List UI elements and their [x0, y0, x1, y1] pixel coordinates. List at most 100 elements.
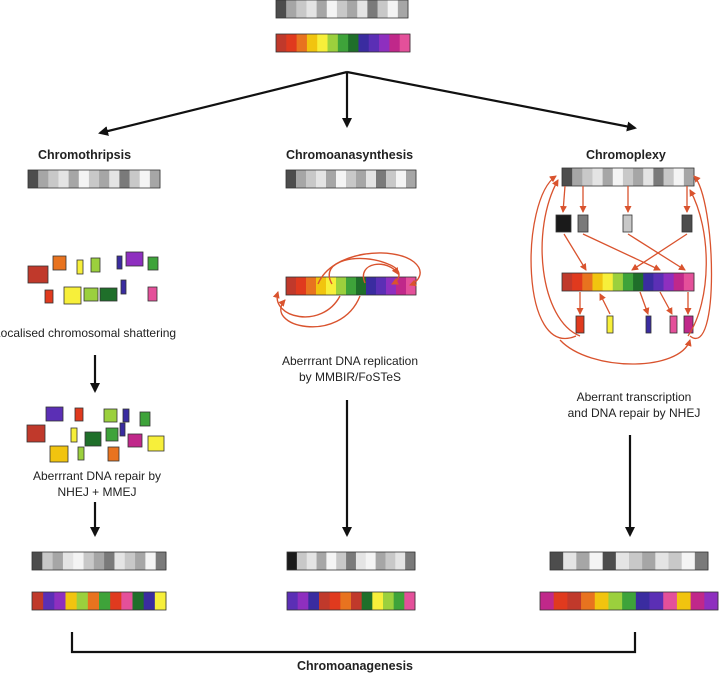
- chromosome-col1-final-gray: [31, 551, 167, 571]
- chromosome-col3-final-color-segment: [553, 592, 568, 610]
- chromosome-col1-start-segment: [78, 170, 90, 188]
- chromosome-col2-final-color-segment: [372, 592, 384, 610]
- chromosome-col2-final-gray: [286, 551, 416, 571]
- chromosome-col2-replicated-segment: [406, 277, 417, 295]
- label-aberrant-repair-line1: Aberrrant DNA repair by: [32, 469, 162, 483]
- chromosome-col3-fragments-joined-segment: [572, 273, 583, 291]
- chromosome-col2-final-gray-segment: [287, 552, 298, 570]
- chromosome-col2-final-color-segment: [340, 592, 352, 610]
- chromosome-col3-start-segment: [633, 168, 644, 186]
- chromoplexy-red-arrows: [530, 175, 713, 365]
- chromosome-col3-fragments-joined-segment: [592, 273, 604, 291]
- chromosome-original-color-segment: [389, 34, 401, 52]
- chromosome-col3-final-color-segment: [690, 592, 705, 610]
- chromosome-col3-start-segment: [653, 168, 664, 186]
- chromosome-col2-start-segment: [366, 170, 377, 188]
- chromosome-col1-final-color: [31, 591, 167, 611]
- loop-2: [317, 252, 421, 287]
- chromosome-original-gray-segment: [367, 0, 378, 18]
- chromosome-col3-fragments-joined-segment: [673, 273, 685, 291]
- arrow-to-chromoplexy: [346, 70, 637, 132]
- chromosome-col1-start-segment: [68, 170, 80, 188]
- bottom-bracket: [70, 632, 637, 654]
- chromosome-col3-final-gray-segment: [615, 552, 630, 570]
- chromosome-col3-start-segment: [592, 168, 604, 186]
- chromosome-original-color-segment: [317, 34, 328, 52]
- chromosome-col3-final-color-segment: [581, 592, 596, 610]
- chromosome-col3-fragments-joined-segment: [622, 273, 634, 291]
- chromosome-col3-final-color-segment: [594, 592, 609, 610]
- chromosome-original-color: [275, 33, 411, 53]
- chromosome-col2-final-gray-segment: [346, 552, 357, 570]
- chromosome-col2-start-segment: [376, 170, 387, 188]
- chromosome-col3-final-gray-segment: [602, 552, 617, 570]
- chromoplexy-fragments-top: [555, 214, 693, 233]
- chromosome-col2-replicated-segment: [316, 277, 327, 295]
- chromosome-col1-start-segment: [88, 170, 100, 188]
- loop-4: [272, 291, 341, 318]
- label-aberrant-transcription-line2: and DNA repair by NHEJ: [567, 406, 701, 420]
- chromosome-col3-fragments-joined-segment: [562, 273, 573, 291]
- chromosome-col2-start-segment: [286, 170, 297, 188]
- chromosome-col1-start-segment: [149, 170, 161, 188]
- chromosome-col2-replicated-segment: [366, 277, 377, 295]
- chromosome-col1-start-outline: [27, 169, 161, 189]
- chromosome-col3-final-gray-segment: [642, 552, 656, 570]
- chromosome-col1-final-gray-segment: [124, 552, 136, 570]
- chromosome-col3-final-gray-segment: [563, 552, 577, 570]
- chromosome-col1-start-segment: [48, 170, 59, 188]
- chromosome-original-color-segment: [348, 34, 359, 52]
- chromosome-original-color-segment: [296, 34, 308, 52]
- chromosome-original-gray-segment: [357, 0, 368, 18]
- chromosome-col1-final-gray-segment: [145, 552, 157, 570]
- chromosome-col2-final-gray-segment: [296, 552, 308, 570]
- chromosome-col3-fragments-joined-segment: [683, 273, 695, 291]
- chromosome-col3-fragments-joined-segment: [602, 273, 614, 291]
- chromosome-col3-final-color-segment: [635, 592, 650, 610]
- title-chromoanasynthesis: Chromoanasynthesis: [286, 148, 414, 162]
- chromosome-col2-start-segment: [396, 170, 407, 188]
- chromosome-col2-replicated-segment: [396, 277, 407, 295]
- chromosome-col2-final-gray-segment: [395, 552, 406, 570]
- chromosome-col2-replicated-segment: [386, 277, 397, 295]
- label-chromoanagenesis: Chromoanagenesis: [296, 659, 413, 673]
- chromosome-col1-final-gray-segment: [114, 552, 126, 570]
- chromosome-col1-final-gray-outline: [31, 551, 167, 571]
- title-chromoplexy: Chromoplexy: [586, 148, 666, 162]
- chromosome-original-gray-segment: [347, 0, 358, 18]
- chromosome-original-gray-segment: [326, 0, 338, 18]
- chromosome-col1-final-color-segment: [99, 592, 111, 610]
- chromosome-col2-start-segment: [356, 170, 367, 188]
- chromosome-col2-start-segment: [296, 170, 307, 188]
- label-localised-shattering: Localised chromosomal shattering: [0, 326, 177, 340]
- chromosome-col3-final-color-outline: [539, 591, 719, 611]
- chromosome-col1-final-color-segment: [65, 592, 78, 610]
- chromosome-col1-final-color-segment: [32, 592, 44, 610]
- chromosome-original-color-segment: [399, 34, 411, 52]
- chromosome-col2-final-color-segment: [287, 592, 299, 610]
- chromosome-col3-fragments-joined-segment: [612, 273, 624, 291]
- chromosome-col3-final-gray-segment: [668, 552, 683, 570]
- chromosome-original-color-segment: [358, 34, 370, 52]
- chromosome-col3-start-segment: [643, 168, 654, 186]
- repaired-fragments-1: [26, 406, 165, 463]
- chromosome-col2-final-color-segment: [308, 592, 320, 610]
- chromosome-col3-final-color-segment: [676, 592, 692, 610]
- chromosome-original-color-segment: [276, 34, 287, 52]
- chromosome-col3-start: [561, 167, 695, 187]
- chromosome-col3-final-color-segment: [704, 592, 719, 610]
- chromosome-col3-final-color-segment: [540, 592, 555, 610]
- chromosome-original-color-segment: [337, 34, 349, 52]
- chromosome-col3-final-gray-segment: [655, 552, 669, 570]
- chromosome-col3-final-gray-segment: [629, 552, 643, 570]
- replication-loops: [272, 252, 421, 328]
- chromosome-col2-replicated-segment: [286, 277, 297, 295]
- chromosome-original-gray-segment: [306, 0, 318, 18]
- chromosome-col2-start: [285, 169, 417, 189]
- chromosome-original-color-segment: [379, 34, 390, 52]
- chromosome-col1-final-color-segment: [54, 592, 66, 610]
- chromosome-col3-final-color-segment: [663, 592, 678, 610]
- chromosome-col2-start-segment: [386, 170, 397, 188]
- chromosome-original-color-outline: [275, 33, 411, 53]
- chromosome-col1-final-color-segment: [110, 592, 122, 610]
